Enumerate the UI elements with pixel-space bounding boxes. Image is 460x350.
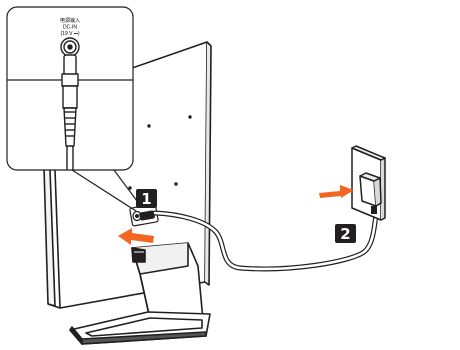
screw-dot (188, 115, 192, 119)
step-badge-1: 1 (136, 189, 157, 208)
step-badge-2: 2 (335, 224, 356, 243)
svg-text:1: 1 (141, 190, 151, 208)
power-adapter (359, 172, 382, 214)
mounting-screws (128, 115, 192, 190)
arrow-step-2 (319, 185, 354, 198)
dc-in-socket-icon (60, 37, 80, 57)
monitor-stand (69, 242, 211, 345)
dc-cable-inner (153, 211, 378, 271)
zoom-callout: 电源输入 DC-IN (19 V ⎓) (6, 6, 141, 212)
screw-dot (147, 124, 151, 128)
screw-dot (128, 186, 132, 190)
screw-dot (174, 182, 178, 186)
port-label-line3: (19 V ⎓) (61, 31, 80, 37)
svg-text:2: 2 (340, 225, 350, 243)
arrow-step-1 (118, 228, 154, 245)
port-label-line2: DC-IN (63, 25, 77, 31)
port-label-line1: 电源输入 (60, 17, 80, 24)
dc-plug-zoom (61, 54, 79, 170)
